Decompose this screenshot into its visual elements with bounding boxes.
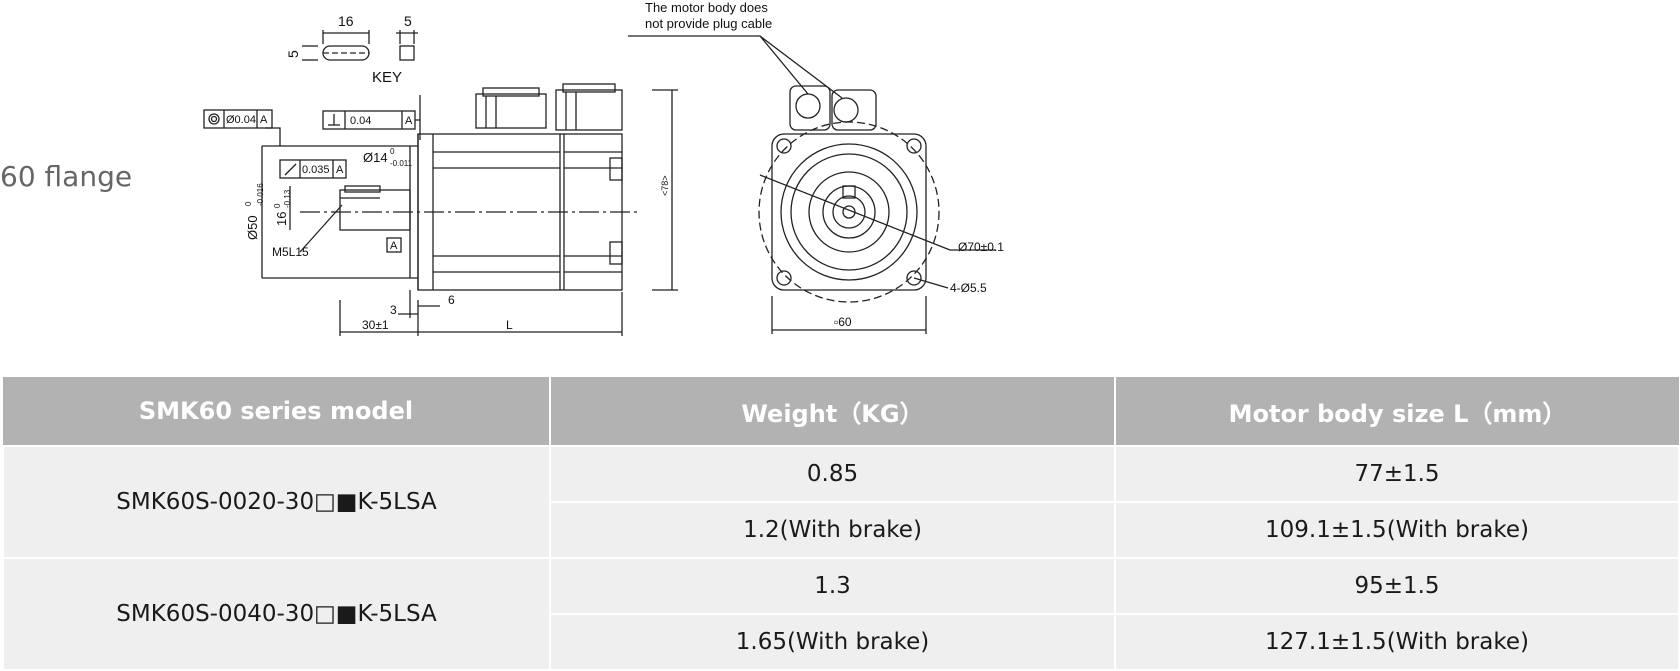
key-seat-tol-top: 0: [273, 203, 282, 208]
key-sketch: [302, 30, 418, 61]
key-width-dim: 5: [404, 13, 412, 29]
weight-brake-cell: 1.65(With brake): [549, 613, 1116, 671]
holes-label: 4-Ø5.5: [950, 281, 987, 295]
flange-diameter: Ø50: [245, 215, 260, 240]
cable-note-line-1: The motor body does: [645, 0, 768, 15]
runout-value: 0.035: [302, 164, 330, 176]
model-cell: SMK60S-0040-30□■K-5LSA: [2, 557, 551, 671]
key-label: KEY: [372, 69, 402, 86]
key-seat-tol-bot: -0.13: [283, 189, 292, 208]
cable-note-line-2: not provide plug cable: [645, 16, 772, 31]
header-size: Motor body size L（mm）: [1115, 377, 1679, 446]
table-row: 1.65(With brake) 127.1±1.5(With brake): [3, 613, 1680, 671]
dim-3: 3: [390, 303, 397, 317]
size-cell: 95±1.5: [1114, 557, 1680, 615]
key-seat-height: 16: [274, 212, 289, 226]
weight-brake-cell: 1.2(With brake): [549, 501, 1116, 559]
table-row: SMK60S-0040-30□■K-5LSA 1.3 95±1.5: [2, 557, 1680, 671]
coaxiality-value: Ø0.04: [226, 114, 256, 126]
shaft-tol-bot: -0.011: [390, 159, 413, 168]
flange-tol-top: 0: [244, 201, 253, 206]
spec-table: SMK60 series model Weight（KG） Motor body…: [2, 377, 1680, 671]
dim-l: L: [506, 318, 513, 332]
motor-dimension-drawing: KEY 16 5 5 Ø0.04 A 0.04 A 0.035 A Ø14 0 …: [203, 0, 1004, 336]
weight-cell: 1.3: [549, 557, 1116, 615]
size-brake-cell: 127.1±1.5(With brake): [1114, 613, 1680, 671]
weight-cell: 0.85: [549, 445, 1116, 503]
datum-a-3: A: [336, 164, 344, 176]
datum-a-2: A: [405, 115, 413, 127]
datum-a-1: A: [260, 114, 268, 126]
dim-30: 30±1: [362, 318, 389, 332]
table-row: SMK60S-0020-30□■K-5LSA 0.85 77±1.5: [2, 445, 1680, 559]
key-length-dim: 16: [338, 13, 354, 29]
model-cell: SMK60S-0020-30□■K-5LSA: [2, 445, 551, 559]
square-label: ▫60: [834, 315, 852, 329]
dim-78: <78>: [660, 175, 670, 196]
thread-label: M5L15: [272, 245, 309, 259]
table-header-row: SMK60 series model Weight（KG） Motor body…: [3, 377, 1679, 446]
shaft-tol-top: 0: [390, 147, 395, 156]
dim-6: 6: [448, 293, 455, 307]
flange-title: 60 flange: [0, 160, 133, 193]
datum-a-4: A: [390, 240, 398, 252]
header-model: SMK60 series model: [3, 377, 551, 446]
size-brake-cell: 109.1±1.5(With brake): [1114, 501, 1680, 559]
shaft-diameter: Ø14: [363, 150, 388, 165]
flange-tol-bot: -0.016: [256, 183, 265, 206]
pcd-label: Ø70±0.1: [958, 240, 1004, 254]
table-row: 1.2(With brake) 109.1±1.5(With brake): [3, 501, 1680, 559]
key-height-dim: 5: [285, 50, 301, 58]
perpendicularity-value: 0.04: [350, 115, 371, 127]
size-cell: 77±1.5: [1114, 445, 1680, 503]
header-weight: Weight（KG）: [550, 377, 1116, 446]
